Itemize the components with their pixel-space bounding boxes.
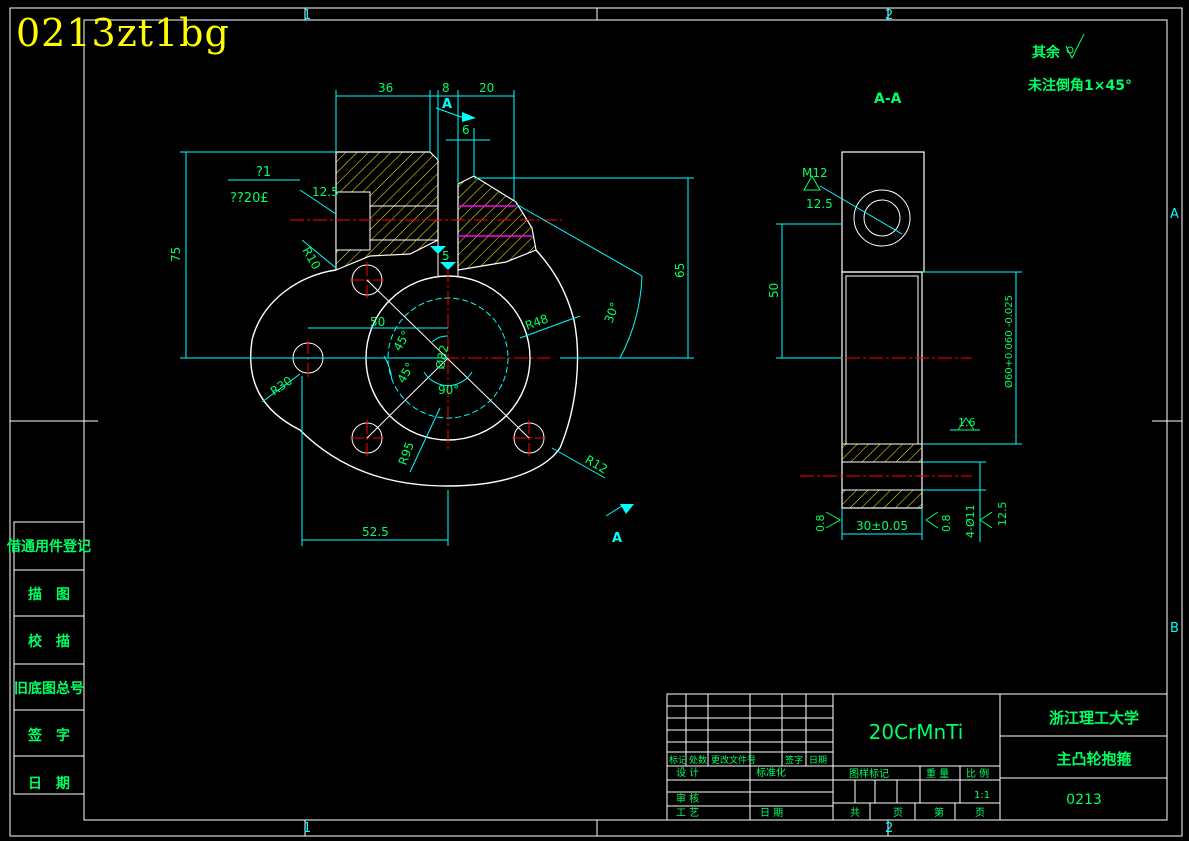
- rev-header: 处数: [689, 754, 707, 766]
- roughness-symbol-icon: [1065, 33, 1085, 60]
- page-no-label: 第: [934, 806, 944, 819]
- hole-note: ?1: [256, 165, 271, 180]
- process-label: 工 艺: [676, 807, 699, 819]
- roughness-0-8: 0.8: [940, 515, 953, 533]
- side-view: [776, 151, 1022, 542]
- stage-label: 图样标记: [849, 767, 889, 780]
- section-arrow-label: A: [612, 531, 622, 546]
- section-arrow: [435, 107, 634, 517]
- angle-45: 45°: [394, 360, 417, 385]
- page-label: 页: [975, 807, 985, 819]
- left-block-item: 借通用件登记: [6, 538, 91, 555]
- part-name: 主凸轮抱箍: [1056, 750, 1131, 768]
- roughness-12-5: 12.5: [806, 197, 833, 211]
- radius-r48: R48: [523, 312, 550, 333]
- dim-6: 6: [462, 123, 470, 137]
- left-block-item: 签 字: [27, 727, 70, 744]
- section-label: A-A: [874, 91, 902, 107]
- radius-r10: R10: [299, 245, 323, 272]
- zone-top-right: 2: [885, 8, 893, 23]
- dim-50: 50: [370, 315, 385, 329]
- holes-callout: 4-Ø11: [964, 504, 977, 538]
- dim-52-5: 52.5: [362, 525, 389, 539]
- hole-note: ??20£: [230, 191, 269, 206]
- side-dim-50: 50: [767, 283, 781, 298]
- bore-tolerance: Ø60+0.060 -0.025: [1003, 295, 1015, 388]
- dim-65: 65: [673, 263, 687, 278]
- weight-label: 重 量: [926, 767, 949, 780]
- left-block-item: 描 图: [28, 586, 70, 603]
- dim-75: 75: [169, 247, 183, 262]
- rev-header: 日期: [809, 755, 827, 766]
- rev-header: 标记: [669, 754, 687, 766]
- date-label: 日 期: [760, 807, 783, 819]
- scale-label: 比 例: [966, 767, 989, 780]
- zone-bottom-right: 2: [885, 821, 893, 836]
- roughness-12-5: 12.5: [312, 185, 339, 199]
- body-outline: [250, 249, 579, 487]
- material: 20CrMnTi: [869, 720, 964, 744]
- left-block-item: 旧底图总号: [14, 680, 84, 697]
- rev-header: 签字: [785, 754, 803, 766]
- top-block-hole: [335, 191, 371, 251]
- roughness-circle-icon: [1066, 46, 1074, 54]
- scale-value: 1:1: [974, 790, 990, 801]
- zone-top-left: 1: [303, 8, 311, 23]
- zone-bottom-left: 1: [303, 821, 311, 836]
- left-block-item: 校 描: [28, 633, 70, 650]
- title-block: [666, 693, 1168, 821]
- drawing-frame: [9, 7, 1183, 837]
- section-arrow-label: A: [442, 97, 452, 112]
- chamfer-note: 未注倒角1×45°: [1028, 77, 1132, 94]
- dim-8: 8: [442, 81, 450, 95]
- dim-5: 5: [442, 249, 450, 263]
- overlay-title: 0213zt1bg: [16, 11, 230, 55]
- side-width: 30±0.05: [856, 519, 908, 533]
- angle-30: 30°: [602, 300, 622, 325]
- angle-45: 45°: [390, 328, 413, 353]
- review-label: 审 核: [676, 792, 699, 805]
- front-view: [180, 90, 694, 546]
- roughness-1-6: 1.6: [958, 416, 976, 429]
- total-label: 共: [850, 807, 860, 819]
- diameter-82: Ø82: [433, 344, 451, 371]
- school-name: 浙江理工大学: [1049, 709, 1139, 727]
- roughness-0-8: 0.8: [814, 515, 827, 533]
- dim-36: 36: [378, 81, 393, 95]
- drawing-number: 0213: [1066, 792, 1102, 808]
- dim-20: 20: [479, 81, 494, 95]
- design-label: 设 计: [676, 766, 699, 779]
- zone-right-b: B: [1170, 621, 1179, 636]
- standard-label: 标准化: [756, 766, 786, 779]
- roughness-12-5: 12.5: [996, 502, 1009, 527]
- zone-right-a: A: [1170, 207, 1179, 222]
- sheet-label: 页: [893, 807, 903, 819]
- lug-section: [457, 175, 537, 271]
- left-block-item: 日 期: [28, 776, 70, 792]
- thread-label: M12: [802, 166, 828, 180]
- rev-header: 更改文件号: [711, 754, 756, 766]
- angle-90: 90°: [438, 383, 459, 397]
- left-registration-block: [13, 521, 85, 795]
- rest-roughness-note: 其余: [1032, 44, 1061, 61]
